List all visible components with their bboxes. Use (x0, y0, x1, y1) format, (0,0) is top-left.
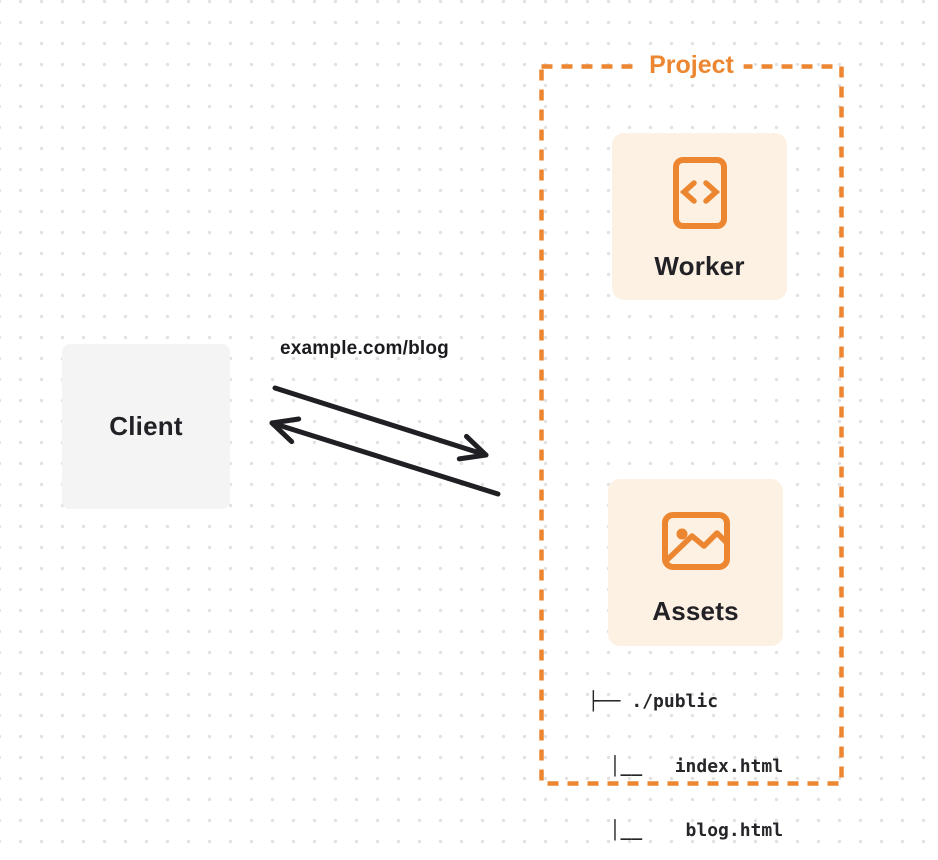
client-label: Client (109, 411, 183, 441)
client-node: Client (62, 344, 230, 509)
request-arrow (272, 385, 489, 462)
assets-card: Assets (608, 479, 783, 646)
project-boundary: Project Worker Assets ├── ./public │__ i… (539, 49, 844, 841)
image-icon (661, 512, 730, 570)
request-url-label: example.com/blog (280, 338, 449, 359)
file-tree-line-blog: │__ blog.html (588, 820, 784, 841)
file-tree-line-public: ├── ./public (588, 691, 719, 712)
assets-file-tree: ├── ./public │__ index.html │__ blog.htm… (588, 648, 783, 860)
project-label: Project (639, 49, 744, 81)
worker-card: Worker (612, 133, 787, 300)
file-tree-line-index: │__ index.html (588, 755, 784, 777)
response-arrow (269, 416, 501, 497)
assets-label: Assets (652, 596, 739, 626)
worker-label: Worker (654, 251, 745, 281)
code-icon (672, 157, 727, 229)
